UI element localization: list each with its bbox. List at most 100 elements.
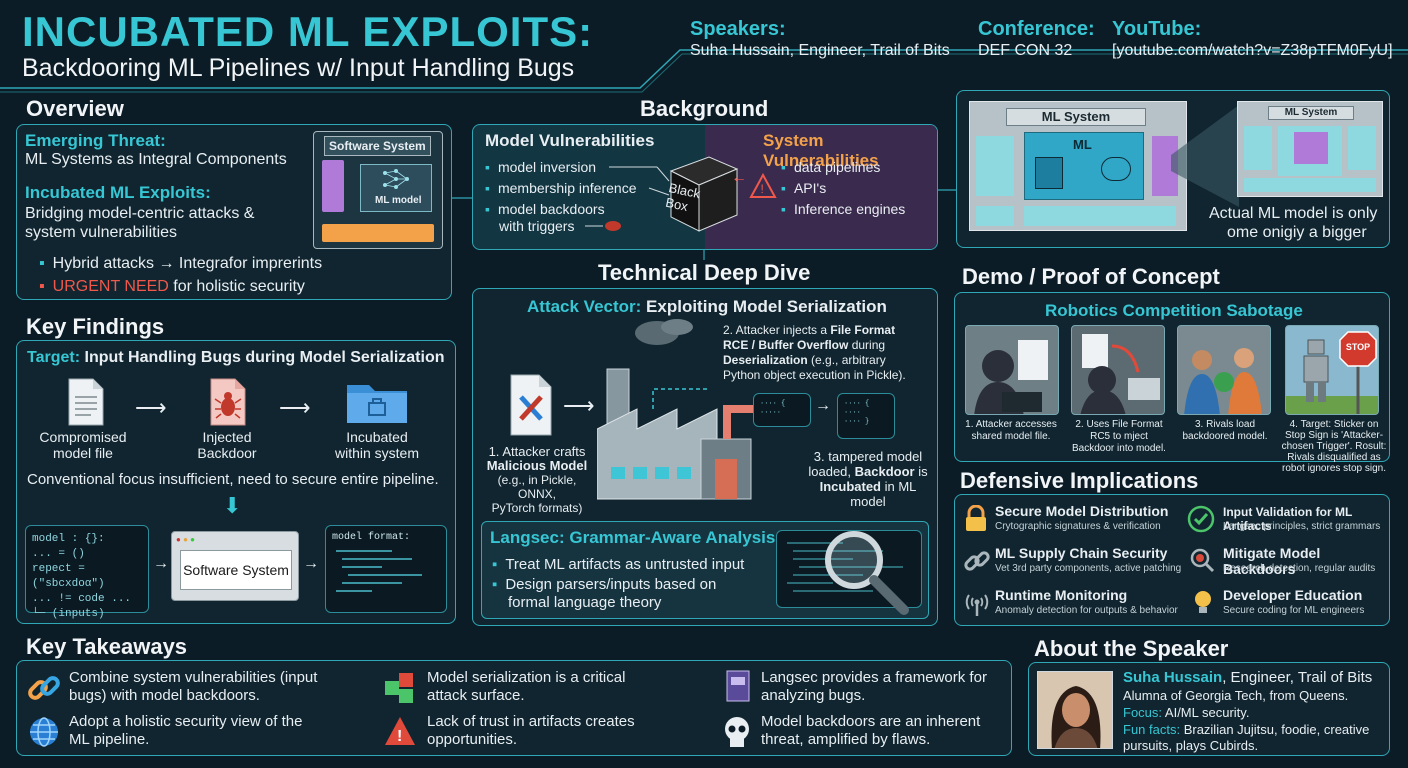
stop-sign-text: STOP <box>1345 342 1371 352</box>
software-system-title: Software System <box>324 136 431 156</box>
demo-photo-inject <box>1071 325 1165 415</box>
demo-photo-robot: STOP <box>1285 325 1379 415</box>
findings-heading: Key Findings <box>26 314 165 339</box>
deepdive-panel: Attack Vector: Exploiting Model Serializ… <box>472 288 938 626</box>
takeaway-4: Adopt a holistic security view of the ML… <box>69 713 303 748</box>
connector-lines <box>585 166 670 231</box>
software-system-window-label: Software System <box>180 550 292 590</box>
step1-text: 1. Attacker crafts Malicious Model (e.g.… <box>486 444 588 516</box>
ml-system-panel: ML System ML ML System Actual ML model i… <box>956 90 1390 248</box>
speaker-panel: Suha Hussain, Engineer, Trail of Bits Al… <box>1028 662 1390 756</box>
takeaway-5: Lack of trust in artifacts creates oppor… <box>427 713 635 748</box>
speaker-name-line: Suha Hussain, Engineer, Trail of Bits <box>1123 669 1373 686</box>
langsec-box: Langsec: Grammar-Aware Analysis Treat ML… <box>481 521 929 619</box>
purple-block <box>322 160 344 212</box>
magnifier-icon <box>825 531 909 615</box>
langsec-title: Langsec: Grammar-Aware Analysis <box>490 528 776 547</box>
tools-file-icon <box>510 374 552 436</box>
bug-file-icon <box>210 378 246 426</box>
def-title-6: Developer Education <box>1223 587 1363 603</box>
tampered-code-box: ···· { ···· ···· } <box>837 393 895 439</box>
threat-text: ML Systems as Integral Components <box>25 151 287 168</box>
demo-panel: Robotics Competition Sabotage STOP 1. At… <box>954 292 1390 474</box>
def-text-3: Vet 3rd party components, active patchin… <box>995 563 1182 574</box>
zoom-lines <box>1171 105 1239 207</box>
system-vuln-item-1: data pipelines <box>781 159 880 175</box>
lightbulb-icon <box>1195 591 1211 613</box>
page-title: INCUBATED ML EXPLOITS: <box>22 8 594 55</box>
black-box-cube <box>669 156 739 232</box>
svg-text:!: ! <box>397 728 402 745</box>
defensive-heading: Defensive Implications <box>960 468 1199 493</box>
step-incubated: Incubated within system <box>334 429 420 461</box>
code-snippet: model : {}: ... = () repect = ("sbcxdoα"… <box>25 525 149 620</box>
speaker-line2: Alumna of Georgia Tech, from Queens. <box>1123 688 1349 703</box>
background-panel: Model Vulnerabilities model inversion me… <box>472 124 938 250</box>
findings-arrow-2: ⟶ <box>279 395 311 420</box>
speakers-label: Speakers: <box>690 18 786 40</box>
takeaway-1: Combine system vulnerabilities (input bu… <box>69 669 318 704</box>
software-system-diagram: Software System ML model <box>313 131 443 249</box>
def-text-4: Research detection, regular audits <box>1223 563 1376 574</box>
neural-net-icon <box>383 169 409 189</box>
step2-text: 2. Attacker injects a File Format RCE / … <box>723 323 906 382</box>
window-arrow: → <box>303 555 319 572</box>
demo-caption-1: 1. Attacker accesses shared model file. <box>965 419 1057 442</box>
step3-text: 3. tampered model loaded, Backdoor is In… <box>808 449 928 509</box>
check-circle-icon <box>1187 505 1215 533</box>
demo-photo-rivals <box>1177 325 1271 415</box>
youtube-link[interactable]: [youtube.com/watch?v=Z38pTFM0FyU] <box>1112 42 1393 59</box>
model-vuln-item-3: model backdoors <box>485 201 605 217</box>
def-title-3: ML Supply Chain Security <box>995 545 1168 561</box>
ml-model-label: ML model <box>375 195 422 206</box>
demo-heading: Demo / Proof of Concept <box>962 264 1220 289</box>
model-vuln-item-2: membership inference <box>485 180 637 196</box>
exploits-text-2: system vulnerabilities <box>25 224 178 241</box>
system-vuln-item-2: API's <box>781 180 826 196</box>
exploits-title: Incubated ML Exploits: <box>25 183 211 202</box>
speaker-heading: About the Speaker <box>1034 636 1229 661</box>
speaker-focus: Focus: AI/ML security. <box>1123 705 1250 720</box>
overview-panel: Emerging Threat: ML Systems as Integral … <box>16 124 452 300</box>
findings-conclusion: Conventional focus insufficient, need to… <box>27 471 439 488</box>
code-arrow: → <box>153 555 169 572</box>
code-lines-graphic <box>336 550 422 592</box>
software-system-window: ● ● ● Software System <box>171 531 299 601</box>
def-title-2: Input Validation for ML Artifacts <box>1223 505 1353 533</box>
puzzle-icon <box>385 673 413 703</box>
ml-caption-2: ome onigiy a bigger <box>1227 224 1367 241</box>
takeaway-6: Model backdoors are an inherent threat, … <box>761 713 981 748</box>
chain-link-icon <box>964 551 990 571</box>
orange-block <box>322 224 434 242</box>
langsec-bullet-1: Treat ML artifacts as untrusted input <box>492 556 744 573</box>
model-vuln-item-4: with triggers <box>499 218 575 234</box>
down-arrow: ⬇ <box>223 493 242 518</box>
ml-system-zoom: ML System <box>1237 101 1383 197</box>
takeaways-heading: Key Takeaways <box>26 634 188 659</box>
demo-photo-attacker <box>965 325 1059 415</box>
def-title-4: Mitigate Model Backdoors <box>1223 545 1321 577</box>
lock-icon <box>966 505 986 531</box>
model-vuln-title: Model Vulnerabilities <box>485 131 655 150</box>
demo-caption-4: 4. Target: Sticker on Stop Sign is 'Atta… <box>1281 419 1387 474</box>
def-title-1: Secure Model Distribution <box>995 503 1169 519</box>
blackbox-arrow: ← <box>731 169 747 186</box>
conference-label: Conference: <box>978 18 1095 40</box>
findings-arrow-1: ⟶ <box>135 395 167 420</box>
target-line: Target: Input Handling Bugs during Model… <box>27 349 445 366</box>
demo-caption-2: 2. Uses File Format RC5 to mject Backdoo… <box>1072 419 1166 454</box>
findings-panel: Target: Input Handling Bugs during Model… <box>16 340 456 624</box>
skull-icon <box>725 717 749 747</box>
attack-vector-line: Attack Vector: Exploiting Model Serializ… <box>527 297 887 316</box>
antenna-icon <box>965 594 989 616</box>
overview-bullet-2: URGENT NEED for holistic security <box>39 278 305 296</box>
speaker-avatar <box>1037 671 1113 749</box>
langsec-bullet-2-cont: formal language theory <box>508 594 662 611</box>
page-subtitle: Backdooring ML Pipelines w/ Input Handli… <box>22 54 575 82</box>
def-text-6: Secure coding for ML engineers <box>1223 605 1365 616</box>
defensive-panel: Secure Model Distribution Crytographic s… <box>954 494 1390 626</box>
exploits-text-1: Bridging model-centric attacks & <box>25 205 255 222</box>
model-vuln-item-1: model inversion <box>485 159 596 175</box>
speaker-fun: Fun facts: Brazilian Jujitsu, foodie, cr… <box>1123 722 1370 737</box>
link-icon <box>28 676 60 700</box>
